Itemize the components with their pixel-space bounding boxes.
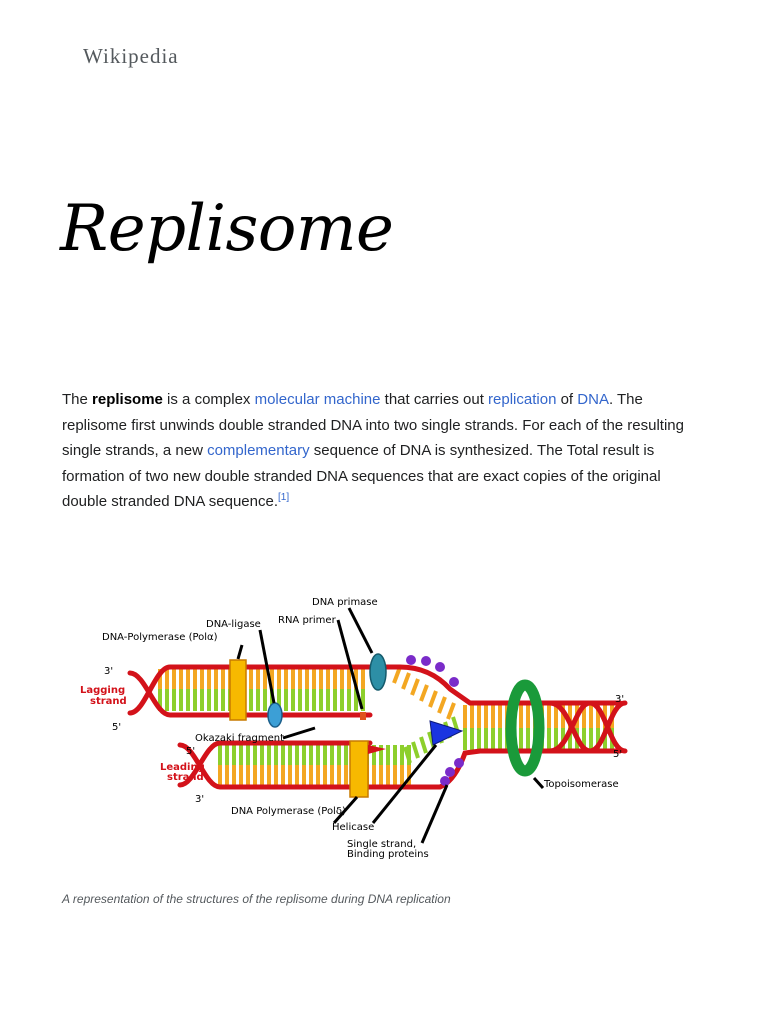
- label-five-prime-b: 5': [186, 746, 195, 757]
- dna-segment: [411, 741, 420, 759]
- label-three-prime-c: 3': [615, 694, 624, 705]
- dna-backbone: [547, 700, 628, 754]
- figure-caption: A representation of the structures of th…: [62, 892, 451, 906]
- dna-segment: [392, 666, 402, 684]
- label-ssb-1: Single strand,: [347, 839, 416, 850]
- label-dna-ligase: DNA-ligase: [206, 619, 261, 630]
- label-helicase: Helicase: [332, 822, 374, 833]
- label-five-prime-a: 5': [112, 722, 121, 733]
- label-three-prime-b: 3': [195, 794, 204, 805]
- label-leading-strand-2: strand: [167, 772, 204, 783]
- link-complementary[interactable]: complementary: [207, 442, 310, 459]
- lead-text-5: . The replisome first unwinds double str…: [62, 391, 684, 459]
- dna-segment: [446, 702, 456, 720]
- lead-text-3: that carries out: [380, 391, 489, 408]
- link-molecular-machine[interactable]: molecular machine: [254, 391, 381, 408]
- dna-polymerase-delta: [349, 740, 369, 798]
- dna-segment: [419, 684, 429, 702]
- dna-segment: [419, 736, 428, 754]
- label-okazaki: Okazaki fragment: [195, 733, 284, 744]
- dna-backbone: [127, 670, 373, 718]
- label-rna-primer: RNA primer: [278, 615, 337, 626]
- label-leading-strand-1: Leading: [160, 762, 205, 773]
- label-dna-polymerase-delta: DNA Polymerase (Polδ): [231, 806, 346, 817]
- reference-marker: [1]: [278, 492, 289, 503]
- lead-paragraph: The replisome is a complex molecular mac…: [62, 387, 702, 515]
- dna-segment: [403, 746, 412, 764]
- wikipedia-wordmark[interactable]: Wikipedia: [83, 44, 179, 68]
- dna-segment: [401, 672, 411, 690]
- lead-text-6: sequence of DNA is synthesized. The Tota…: [62, 442, 661, 510]
- dna-backbone: [127, 664, 623, 716]
- dna-polymerase-alpha: [229, 659, 247, 721]
- dna-backbone: [547, 700, 628, 754]
- dna-ligase: [267, 702, 283, 728]
- label-ssb-2: Binding proteins: [347, 849, 429, 860]
- dna-segment: [437, 696, 447, 714]
- lead-bold-term: replisome: [92, 391, 163, 408]
- dna-segment: [428, 690, 438, 708]
- label-five-prime-c: 5': [613, 749, 622, 760]
- dna-segment: [410, 678, 420, 696]
- rna-primer: [360, 712, 366, 720]
- replisome-diagram[interactable]: DNA primase DNA-ligase RNA primer DNA-Po…: [70, 585, 650, 875]
- lead-text-1: The: [62, 391, 93, 408]
- label-dna-primase: DNA primase: [312, 597, 378, 608]
- link-dna[interactable]: DNA: [577, 391, 609, 408]
- label-lagging-strand-1: Lagging: [80, 685, 125, 696]
- label-three-prime-a: 3': [104, 666, 113, 677]
- dna-primase: [369, 653, 387, 691]
- helicase: [429, 720, 464, 746]
- reference-link-1[interactable]: [1]: [277, 492, 290, 503]
- dna-backbone: [177, 740, 373, 788]
- ssb-proteins: [406, 655, 464, 786]
- lead-text-4: of: [556, 391, 578, 408]
- label-dna-polymerase-alpha: DNA-Polymerase (Polα): [102, 632, 218, 643]
- label-topoisomerase: Topoisomerase: [543, 779, 619, 790]
- link-replication[interactable]: replication: [488, 391, 557, 408]
- page-title: Replisome: [60, 192, 394, 266]
- label-lagging-strand-2: strand: [90, 696, 127, 707]
- lead-text-2: is a complex: [162, 391, 255, 408]
- callout-lines: [236, 607, 545, 844]
- leading-strand-arrow: [368, 745, 386, 754]
- topoisomerase-ring: [505, 679, 545, 777]
